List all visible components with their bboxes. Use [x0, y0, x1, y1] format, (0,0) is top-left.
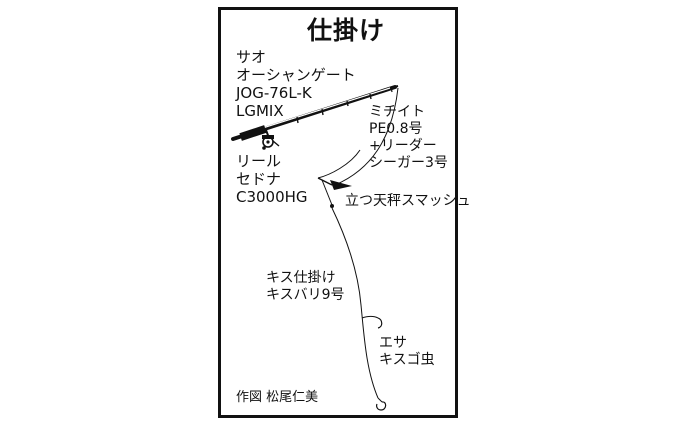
- reel-label-line: セドナ: [236, 170, 282, 188]
- rod-grip: [239, 125, 267, 141]
- rig-leader: [331, 207, 379, 399]
- hook-bend: [377, 317, 383, 329]
- rod-guide: [369, 93, 372, 100]
- rod-guide: [390, 86, 393, 93]
- reel-label: リール セドナ C3000HG: [236, 152, 308, 206]
- sinker-label: 立つ天秤スマッシュ: [345, 193, 471, 209]
- hook-icon: [376, 397, 387, 411]
- reel-handle: [272, 140, 280, 147]
- diagram-title: 仕掛け: [306, 16, 385, 45]
- hook-shank: [377, 397, 383, 403]
- main-line-label: ミチイト PE0.8号 +リーダー シーガー3号: [369, 104, 448, 172]
- main-line-label-line: +リーダー: [369, 138, 437, 154]
- bait-label: エサ キスゴ虫: [379, 335, 435, 369]
- rod-guide: [296, 116, 299, 124]
- bait-label-line: キスゴ虫: [379, 352, 435, 368]
- diagram-frame: [218, 7, 458, 418]
- rod-label-line: JOG-76L-K: [236, 84, 312, 102]
- fishing-rod: [231, 85, 399, 141]
- rod-blank-highlight: [249, 87, 391, 133]
- main-line: [334, 87, 399, 186]
- rod-label-line: LGMIX: [236, 102, 284, 120]
- reel-knob: [262, 146, 266, 150]
- rod-guide: [346, 100, 349, 107]
- sinker-weight: [330, 180, 352, 190]
- reel-spool-center: [266, 140, 270, 144]
- rod-label-line: サオ: [236, 48, 267, 66]
- rig-label-line: キス仕掛け: [266, 270, 336, 286]
- reel-body: [262, 135, 274, 139]
- rod-label: サオ オーシャンゲート JOG-76L-K LGMIX: [236, 48, 356, 120]
- sinker-swivel: [330, 204, 334, 208]
- branch-line: [361, 316, 379, 319]
- credit-label: 作図 松尾仁美: [236, 390, 319, 405]
- main-line-label-line: シーガー3号: [369, 155, 448, 171]
- main-line-to-sinker: [317, 149, 361, 179]
- bait-label-line: エサ: [379, 335, 407, 351]
- spinning-reel-icon: [262, 129, 280, 150]
- sinker-stem: [321, 179, 333, 206]
- sinker-icon: [317, 177, 352, 208]
- hook-bend: [376, 401, 387, 411]
- main-line-label-line: PE0.8号: [369, 121, 423, 137]
- rig-label-line: キスバリ9号: [266, 287, 345, 303]
- hook-icon: [361, 316, 383, 329]
- rod-guide: [321, 108, 324, 116]
- reel-label-line: リール: [236, 152, 282, 170]
- sinker-arm: [317, 177, 333, 186]
- rod-label-line: オーシャンゲート: [236, 66, 356, 84]
- reel-label-line: C3000HG: [236, 188, 308, 206]
- rig-label: キス仕掛け キスバリ9号: [266, 270, 345, 304]
- main-line-label-line: ミチイト: [369, 104, 425, 120]
